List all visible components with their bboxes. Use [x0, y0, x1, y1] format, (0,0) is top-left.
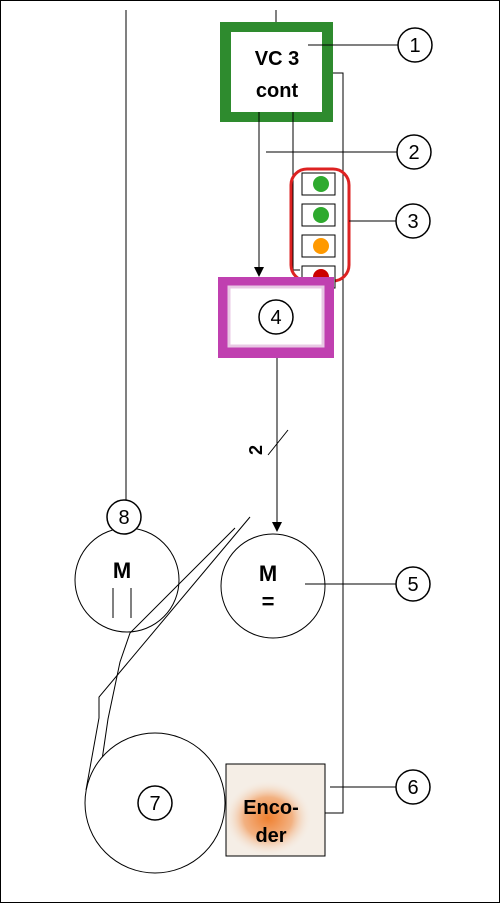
svg-text:2: 2: [408, 142, 419, 164]
callout-7: 7: [138, 786, 172, 820]
svg-text:8: 8: [118, 507, 129, 529]
callout-8: 8: [107, 500, 141, 534]
ac-motor: M: [75, 528, 179, 632]
cable-slash: [268, 430, 288, 455]
status-light-2: [302, 204, 335, 226]
ac-motor-label: M: [113, 558, 131, 583]
dc-motor-label-line2: =: [262, 589, 275, 614]
svg-text:4: 4: [270, 307, 281, 329]
svg-text:1: 1: [409, 35, 420, 57]
status-light-1: [302, 173, 335, 195]
encoder: Enco- der: [224, 764, 325, 856]
callout-4: 4: [259, 300, 293, 334]
callout-2: 2: [397, 135, 431, 169]
callout-5: 5: [396, 567, 430, 601]
encoder-label-line2: der: [255, 825, 286, 847]
controller-to-lights-line: [293, 112, 300, 270]
svg-text:7: 7: [149, 793, 160, 815]
svg-text:3: 3: [407, 211, 418, 233]
svg-text:5: 5: [407, 574, 418, 596]
controller-label-line1: VC 3: [255, 48, 299, 70]
controller-label-line2: cont: [256, 80, 299, 102]
svg-text:6: 6: [407, 777, 418, 799]
status-light-3: [302, 235, 335, 257]
status-light-dot: [313, 207, 329, 223]
dc-motor: M =: [221, 534, 325, 638]
callout-6: 6: [396, 770, 430, 804]
callout-3: 3: [396, 204, 430, 238]
dc-motor-label-line1: M: [259, 561, 277, 586]
status-light-dot: [313, 176, 329, 192]
status-light-dot: [313, 238, 329, 254]
vc3-controller: VC 3 cont: [220, 22, 333, 122]
callout-1: 1: [398, 28, 432, 62]
cable-count-label: 2: [246, 445, 266, 455]
encoder-label-line1: Enco-: [243, 797, 299, 819]
